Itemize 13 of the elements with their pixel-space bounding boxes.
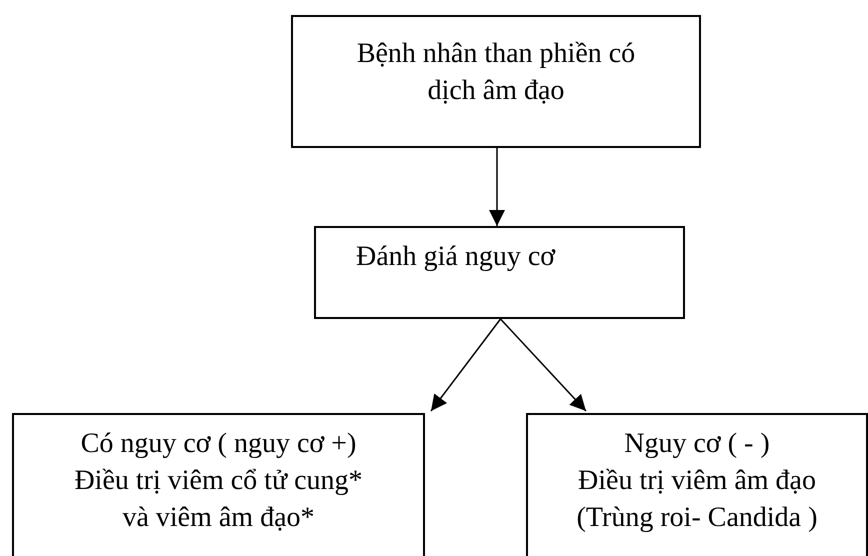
arrow bbox=[489, 148, 505, 226]
process-box bbox=[526, 413, 868, 556]
box-text: Điều trị viêm cổ tử cung* và viêm âm đạo* bbox=[73, 464, 364, 535]
process-box bbox=[291, 15, 701, 148]
box-text: Bệnh nhân than phiền có dịch âm đạo bbox=[356, 37, 636, 108]
box-text: Đánh giá nguy cơ bbox=[356, 240, 556, 274]
box-text: Có nguy cơ ( nguy cơ +) bbox=[80, 427, 358, 461]
process-box bbox=[12, 413, 425, 556]
arrow bbox=[500, 318, 587, 412]
box-text: Điều trị viêm âm đạo (Trùng roi- Candida ) bbox=[576, 464, 818, 535]
process-box bbox=[314, 226, 685, 319]
arrow bbox=[430, 318, 502, 412]
box-text: Nguy cơ ( - ) bbox=[623, 427, 771, 461]
